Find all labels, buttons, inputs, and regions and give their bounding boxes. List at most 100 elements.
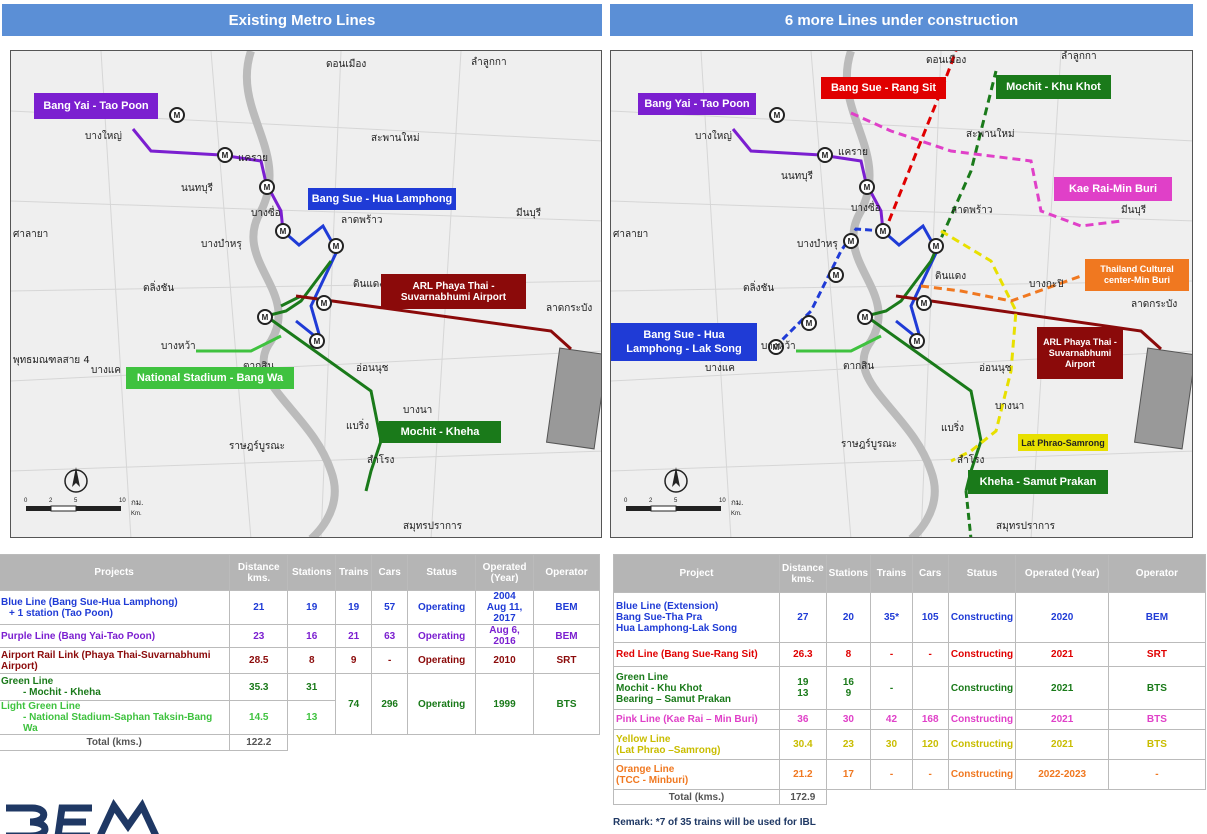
place-label: บางนา — [995, 401, 1024, 412]
svg-text:10: 10 — [119, 498, 126, 504]
place-label: สะพานใหม่ — [966, 128, 1015, 140]
svg-text:M: M — [914, 337, 921, 346]
place-label: ศาลายา — [613, 229, 648, 240]
place-label: ราษฎร์บูรณะ — [229, 440, 285, 452]
svg-text:0: 0 — [24, 498, 28, 504]
svg-text:M: M — [262, 313, 269, 322]
place-label: ตลิ่งชัน — [143, 280, 174, 294]
svg-text:M: M — [933, 242, 940, 251]
svg-text:M: M — [314, 337, 321, 346]
svg-text:M: M — [264, 183, 271, 192]
svg-text:M: M — [321, 299, 328, 308]
place-label: ดอนเมือง — [326, 58, 366, 70]
svg-text:M: M — [774, 111, 781, 120]
place-label: ตากสิน — [843, 361, 874, 372]
svg-text:M: M — [862, 313, 869, 322]
bem-logo-icon — [6, 799, 159, 834]
svg-text:Km.: Km. — [131, 511, 142, 517]
svg-text:กม.: กม. — [131, 498, 143, 507]
svg-text:กม.: กม. — [731, 498, 743, 507]
place-label: บางซื่อ — [251, 205, 281, 219]
place-label: สมุทรปราการ — [996, 521, 1056, 532]
place-label: ลำลูกกา — [471, 57, 507, 68]
place-label: สำโรง — [957, 453, 984, 466]
place-label: บางแค — [91, 365, 121, 376]
national-stadium-bang-wa-label: National Stadium - Bang Wa — [126, 367, 294, 389]
place-label: ดินแดง — [353, 279, 384, 290]
table-total-row: Total (kms.)122.2 — [0, 734, 600, 751]
place-label: ตากสิน — [243, 361, 274, 372]
place-label: นนทบุรี — [181, 182, 214, 194]
place-label: บางใหญ่ — [695, 130, 732, 142]
svg-text:5: 5 — [74, 498, 78, 504]
place-label: ลาดกระบัง — [546, 303, 592, 314]
arl-label: ARL Phaya Thai - Suvarnabhumi Airport — [381, 274, 526, 309]
place-label: บางซื่อ — [851, 200, 881, 214]
svg-text:M: M — [880, 227, 887, 236]
place-label: แคราย — [238, 153, 268, 164]
arl-label: ARL Phaya Thai - Suvarnabhumi Airport — [1037, 327, 1123, 379]
place-label: บางกะปิ — [1029, 279, 1064, 290]
bem-logo — [0, 796, 170, 834]
place-label: บางบำหรุ — [797, 239, 838, 250]
place-label: ดอนเมือง — [926, 54, 966, 66]
svg-text:10: 10 — [719, 498, 726, 504]
kheha-samut-prakan-label: Kheha - Samut Prakan — [968, 470, 1108, 494]
svg-text:M: M — [222, 151, 229, 160]
svg-text:M: M — [806, 319, 813, 328]
place-label: ลาดพร้าว — [951, 204, 992, 216]
place-label: แคราย — [838, 147, 868, 158]
lat-phrao-samrong-label: Lat Phrao-Samrong — [1018, 434, 1108, 451]
place-label: ดินแดง — [935, 271, 966, 282]
place-label: บางแค — [705, 363, 735, 374]
svg-text:M: M — [864, 183, 871, 192]
place-label: บางนา — [403, 405, 432, 416]
svg-text:M: M — [280, 227, 287, 236]
remark-note: Remark: *7 of 35 trains will be used for… — [613, 817, 816, 828]
kae-rai-min-buri-label: Kae Rai-Min Buri — [1054, 177, 1172, 201]
mochit-khu-khot-label: Mochit - Khu Khot — [996, 75, 1111, 99]
thailand-cultural-center-label: Thailand Cultural center-Min Buri — [1085, 259, 1189, 291]
place-label: ลาดพร้าว — [341, 214, 382, 226]
place-label: สะพานใหม่ — [371, 132, 420, 144]
table-total-row: Total (kms.)172.9 — [613, 789, 1206, 805]
bang-sue-hua-lamphong-label: Bang Sue - Hua Lamphong — [308, 188, 456, 210]
bang-yai-tao-poon-label: Bang Yai - Tao Poon — [34, 93, 158, 119]
svg-text:M: M — [773, 343, 780, 352]
bang-yai-tao-poon-label: Bang Yai - Tao Poon — [638, 93, 756, 115]
svg-text:M: M — [921, 299, 928, 308]
north-arrow-icon — [64, 467, 88, 493]
place-label: ลาดกระบัง — [1131, 299, 1177, 310]
place-label: ลำลูกกา — [1061, 51, 1097, 62]
place-label: ตลิ่งชัน — [743, 280, 774, 294]
place-label: บางบำหรุ — [201, 239, 242, 250]
place-label: แบริ่ง — [346, 418, 369, 432]
svg-text:M: M — [848, 237, 855, 246]
place-label: มีนบุรี — [1121, 204, 1147, 216]
mochit-kheha-label: Mochit - Kheha — [379, 421, 501, 443]
north-arrow-icon — [664, 467, 688, 493]
bang-sue-rang-sit-label: Bang Sue - Rang Sit — [821, 77, 946, 99]
svg-text:Km.: Km. — [731, 511, 742, 517]
construction-lines-heading: 6 more Lines under construction — [610, 4, 1193, 36]
svg-text:M: M — [822, 151, 829, 160]
place-label: พุทธมณฑลสาย 4 — [13, 355, 90, 366]
svg-text:0: 0 — [624, 498, 628, 504]
table-row: Airport Rail Link (Phaya Thai-Suvarnabhu… — [0, 647, 600, 674]
table-row: Light Green Line- National Stadium-Sapha… — [0, 700, 600, 735]
place-label: บางใหญ่ — [85, 130, 122, 142]
place-label: สำโรง — [367, 453, 394, 466]
existing-lines-heading: Existing Metro Lines — [2, 4, 602, 36]
